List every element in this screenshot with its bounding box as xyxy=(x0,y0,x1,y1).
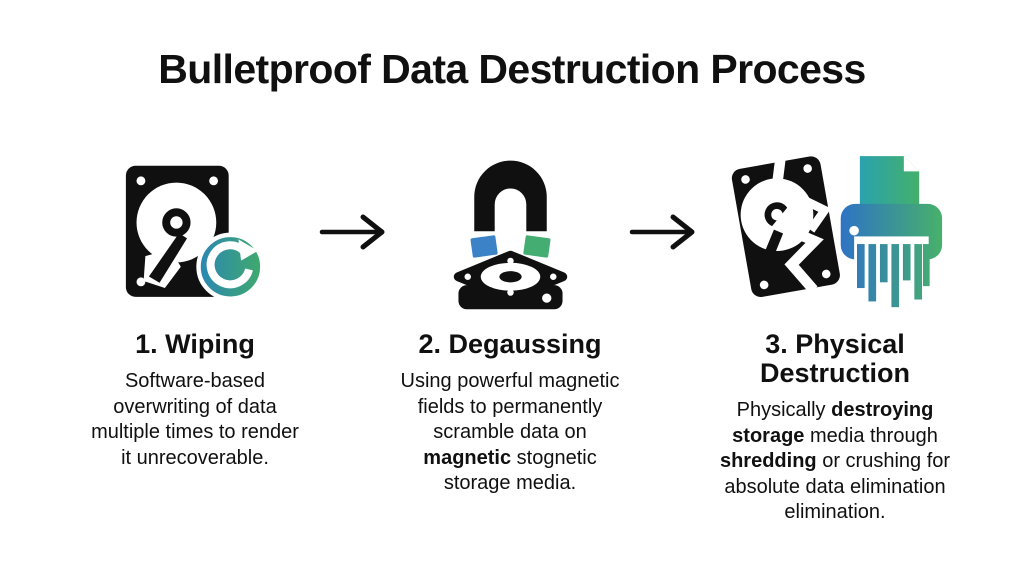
hard-drive-3d-icon xyxy=(453,250,567,310)
broken-drive-and-shredder-icon xyxy=(731,155,943,307)
page-title: Bulletproof Data Destruction Process xyxy=(158,46,866,92)
hard-drive-wipe-icon xyxy=(40,140,350,328)
step-physical-destruction: 3. Physical Destruction Physically destr… xyxy=(683,140,987,526)
broken-hard-drive-icon xyxy=(731,155,840,297)
step-heading: 1. Wiping xyxy=(135,329,255,359)
broken-drive-shredder-icon xyxy=(683,140,987,328)
right-arrow-icon xyxy=(626,210,706,254)
shredder-icon xyxy=(840,155,943,307)
step-heading: 2. Degaussing xyxy=(418,329,602,359)
magnet-hard-drive-icon xyxy=(360,140,660,328)
step-heading: 3. Physical Destruction xyxy=(759,329,911,389)
magnet-over-drive-icon xyxy=(453,160,567,310)
right-arrow-icon xyxy=(316,210,396,254)
magnet-icon xyxy=(470,160,550,258)
refresh-icon xyxy=(196,232,265,301)
hard-drive-refresh-icon xyxy=(125,165,265,301)
hard-drive-icon xyxy=(125,165,229,297)
